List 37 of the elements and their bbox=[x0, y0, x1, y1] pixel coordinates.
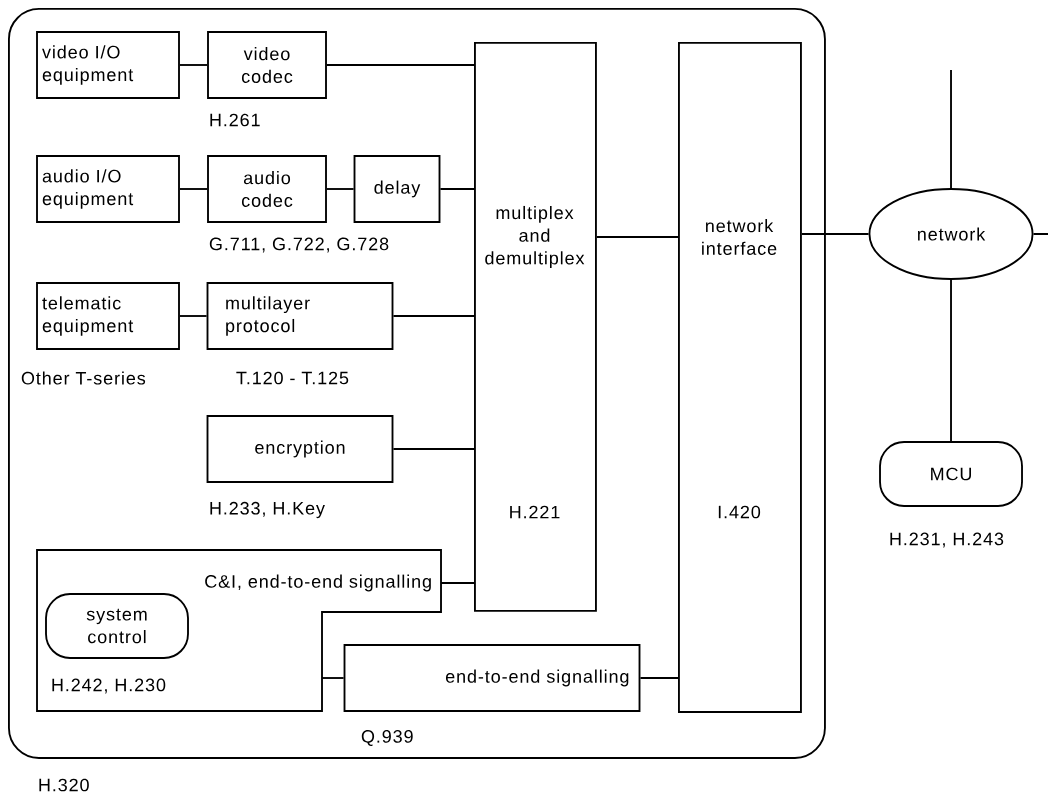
connector-line bbox=[179, 64, 208, 66]
mcu-box: MCU bbox=[879, 441, 1023, 507]
standard-label: H.233, H.Key bbox=[210, 501, 325, 519]
connector-line bbox=[179, 188, 208, 190]
equipment-box: telematic equipment bbox=[36, 282, 180, 350]
interface-box: network interface I.420 bbox=[678, 42, 802, 713]
connector-line bbox=[595, 236, 679, 238]
connector-line bbox=[639, 677, 679, 679]
codec-box: video codec bbox=[207, 31, 327, 99]
encryption-box: encryption bbox=[206, 415, 394, 483]
standard-label: H.231, H.243 bbox=[890, 532, 1004, 548]
connector-line bbox=[326, 188, 355, 190]
connector-line bbox=[950, 279, 952, 442]
connector-line bbox=[800, 233, 870, 235]
control-box: system control bbox=[45, 593, 189, 659]
node-label: H.320 bbox=[39, 778, 89, 792]
equipment-box: audio I/O equipment bbox=[36, 155, 180, 223]
connector-line bbox=[326, 64, 475, 66]
standard-label: G.711, G.722, G.728 bbox=[209, 237, 389, 253]
standard-label: Q.939 bbox=[361, 730, 413, 746]
connector-line bbox=[392, 315, 475, 317]
connector-line bbox=[440, 582, 475, 584]
connector-line bbox=[392, 448, 475, 450]
signalling-box: end-to-end signalling bbox=[343, 644, 641, 712]
connector-line bbox=[321, 677, 345, 679]
connector-line bbox=[950, 69, 952, 189]
connector-line bbox=[439, 188, 475, 190]
connector-line bbox=[1032, 233, 1048, 235]
standard-label: H.261 bbox=[210, 113, 260, 127]
equipment-box: video I/O equipment bbox=[36, 31, 180, 99]
standard-label: T.120 - T.125 bbox=[236, 371, 349, 385]
delay-box: delay bbox=[353, 155, 441, 223]
protocol-box: multilayer protocol bbox=[206, 282, 394, 350]
connector-line bbox=[179, 315, 208, 317]
standard-label: Other T-series bbox=[21, 371, 146, 385]
codec-box: audio codec bbox=[207, 155, 327, 223]
multiplexer-box: multiplex and demultiplex H.221 bbox=[474, 42, 597, 612]
